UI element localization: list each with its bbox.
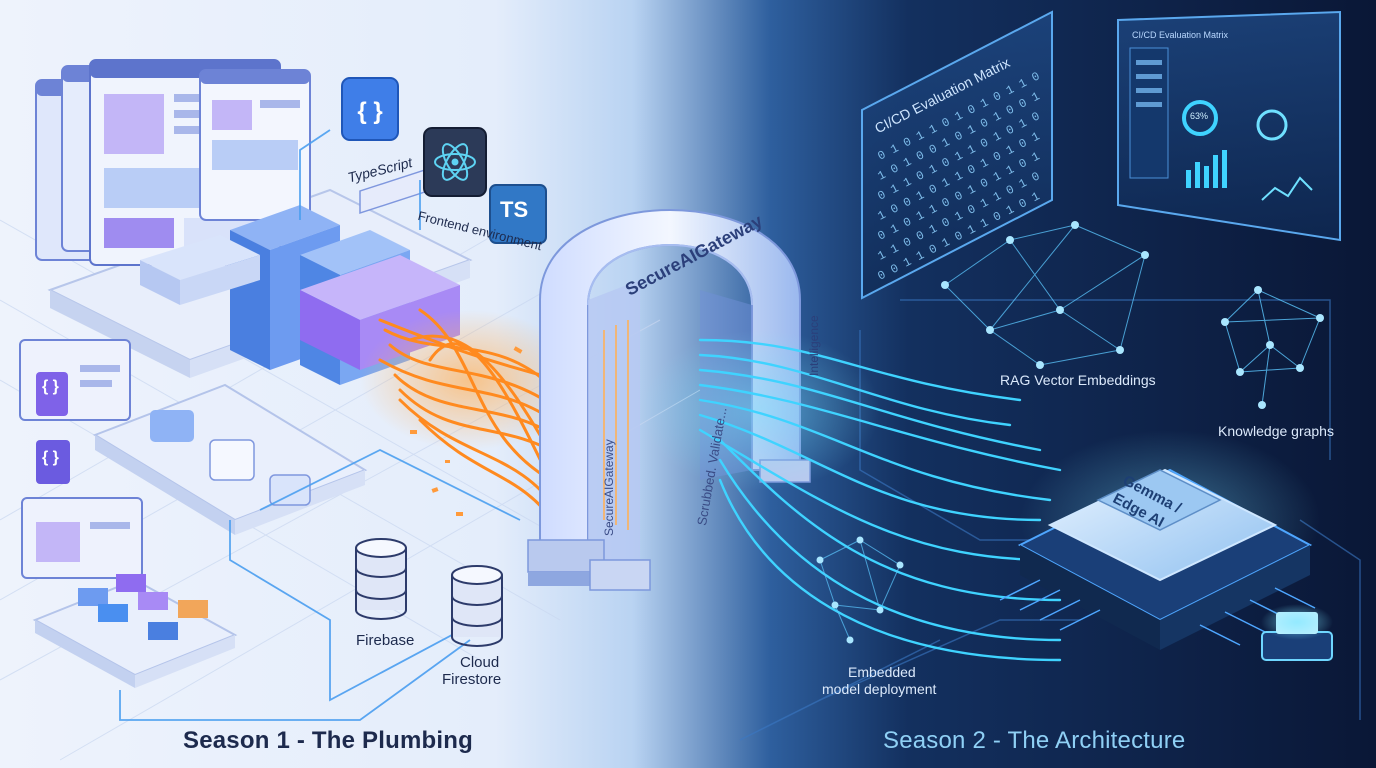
edge-device-icon [1261,604,1333,661]
gateway-inner-filters [603,320,629,530]
knowledge-graphs-label: Knowledge graphs [1218,423,1334,439]
rag-network-nodes [941,221,1149,369]
orange-fragments [410,346,523,516]
cyan-flow-lines [698,338,1062,662]
rag-vector-embeddings-network-icon [944,224,1146,366]
embedded-deployment-network-icon [819,539,901,641]
left-side-panels [19,339,143,579]
ts-badge-text: TS [500,197,529,222]
firebase-label: Firebase [356,632,415,649]
dashboard-title: CI/CD Evaluation Matrix [1132,30,1229,40]
cloud-firestore-label-line2: Firestore [442,671,502,688]
dashboard-gauge-value: 63% [1190,111,1209,121]
cloud-firestore-label-line1: Cloud [460,654,500,671]
season-1-title: Season 1 - The Plumbing [183,727,473,754]
embedded-network-nodes [816,536,904,644]
browser-windows-stack [35,59,311,266]
middle-platform [92,383,368,535]
ts-icon [489,184,547,244]
embedded-label-line2: model deployment [822,681,937,697]
rag-vector-embeddings-label: RAG Vector Embeddings [1000,372,1156,388]
gateway-intelligence-label: Intelligence [807,315,821,376]
evaluation-dashboard-panel [1117,10,1341,242]
season-2-title: Season 2 - The Architecture [883,727,1186,754]
gemma-edge-ai-chip-icon [999,430,1320,650]
embedded-label-line1: Embedded [848,664,916,680]
svg-text:{ }: { } [357,98,382,125]
code-braces-icon: { } [341,77,399,141]
gateway-pillar-label: SecureAIGateway [602,439,616,536]
knowledge-graphs-network-icon [1224,289,1321,406]
component-blocks [140,154,471,385]
react-icon [423,127,487,197]
left-connector-lines [119,129,521,721]
knowledge-graph-nodes [1221,286,1324,409]
braces-glyph-2: { } [42,449,59,466]
braces-glyph-1: { } [42,378,59,395]
cloud-firestore-database-icon [451,565,503,647]
firebase-database-icon [355,538,407,620]
bottom-platform [32,574,238,688]
